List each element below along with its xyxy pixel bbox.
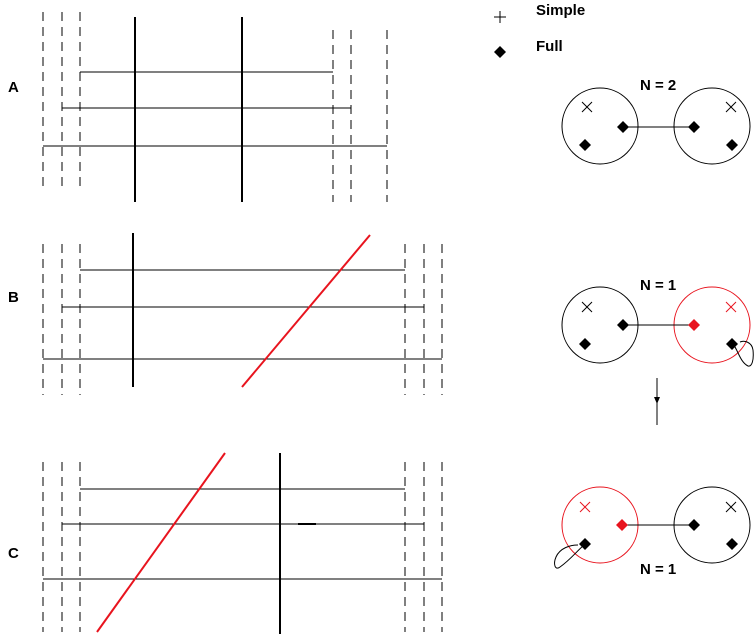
diamond-icon [688, 519, 700, 531]
plus-icon [494, 11, 506, 23]
diamond-icon [688, 319, 700, 331]
legend: Simple Full [494, 2, 585, 58]
diamond-icon [726, 139, 738, 151]
panel-b-red-diagonal [241, 234, 371, 388]
panel-c: C [8, 452, 443, 634]
diamond-icon [617, 319, 629, 331]
cross-icon [725, 301, 737, 313]
node-mid-n-label: N = 1 [640, 277, 676, 294]
node-diagram-middle: N = 1 [561, 277, 754, 367]
arrow-down-icon [654, 397, 660, 404]
node-diagram-bottom: N = 1 [554, 486, 751, 578]
node-top-n-label: N = 2 [640, 77, 676, 94]
panel-b: B [8, 233, 443, 395]
diamond-icon [688, 121, 700, 133]
node-bot-n-label: N = 1 [640, 561, 676, 578]
diamond-icon [579, 139, 591, 151]
panel-b-label: B [8, 289, 19, 306]
cross-icon [581, 301, 593, 313]
legend-full-label: Full [536, 38, 563, 55]
cross-icon [725, 101, 737, 113]
diamond-icon [617, 121, 629, 133]
diamond-icon [494, 46, 506, 58]
panel-c-label: C [8, 545, 19, 562]
panel-a: A [8, 12, 388, 202]
cross-icon [725, 501, 737, 513]
legend-simple-label: Simple [536, 2, 585, 19]
transition-arrow [654, 378, 660, 425]
diamond-icon [579, 338, 591, 350]
node-diagram-top: N = 2 [561, 77, 751, 165]
node-top-right-circle [673, 87, 751, 165]
panel-c-red-diagonal [96, 452, 226, 633]
node-top-left-circle [561, 87, 639, 165]
panel-a-label: A [8, 79, 19, 96]
self-loop [554, 544, 585, 569]
cross-icon [581, 101, 593, 113]
diamond-icon [616, 519, 628, 531]
self-loop [732, 340, 754, 367]
diamond-icon [726, 538, 738, 550]
cross-icon [579, 501, 591, 513]
